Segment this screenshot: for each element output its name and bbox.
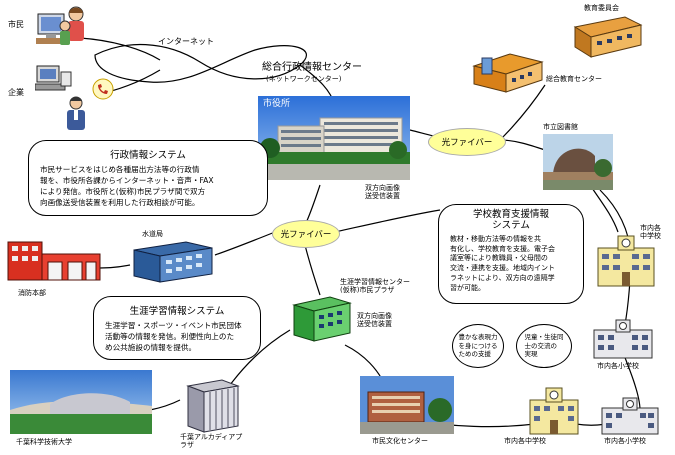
library-photo	[543, 134, 613, 190]
office-computer-icon	[35, 65, 72, 91]
admin-line: により発信。市役所と(仮称)市民プラザ間で双方	[40, 187, 206, 196]
university-photo	[10, 370, 152, 434]
fiber-mid-to-school-box	[334, 209, 441, 233]
businessman-icon	[67, 96, 85, 130]
jr-high-school-bottom-icon	[529, 387, 579, 435]
city-hall-photo	[258, 96, 410, 180]
elem-mid-label: 市内各小学校	[597, 362, 639, 370]
admin-line: 市民サービスをはじめ各種届出方法等の行政情	[40, 165, 200, 174]
school-line: 教材・移動方法等の情報を共	[450, 234, 541, 243]
library-to-jrhigh	[589, 184, 619, 233]
education-center-label: 総合教育センター	[546, 75, 602, 83]
lifelong-center-label: 生涯学習情報センター (仮称)市民プラザ	[340, 278, 410, 295]
fiber-mid-to-plaza	[304, 244, 321, 296]
video-conf-label-2: 双方向画像 送受信装置	[357, 312, 392, 329]
expression-support-bubble: 豊かな表現力 を身につける ための支援	[452, 324, 504, 368]
school-line: ラネットにより、双方向の遠隔学	[450, 274, 555, 283]
citizen-link	[79, 37, 161, 61]
fiber-optic-top: 光ファイバー	[428, 128, 506, 156]
internet-label: インターネット	[158, 37, 214, 46]
jr-high-bottom-label: 市内各中学校	[504, 437, 546, 445]
lifelong-line: め公共施設の情報を提供。	[105, 343, 197, 352]
internet-link	[94, 43, 307, 83]
admin-system-box: 行政情報システム 市民サービスをはじめ各種届出方法等の行政情 報を、市役所各課か…	[28, 140, 268, 216]
lifelong-line: 生涯学習・スポーツ・イベント市民団体	[105, 321, 242, 330]
lifelong-line: 活動等の情報を発信。利便性向上のた	[105, 332, 235, 341]
waterworks-label: 水道局	[142, 230, 163, 238]
education-center-building-icon	[472, 53, 544, 93]
culture-center-label: 市民文化センター	[372, 437, 428, 445]
citizen-plaza-building-icon	[292, 296, 352, 342]
school-line: 習が可能。	[450, 283, 485, 292]
school-line: 交流・連携を支援。地域内イント	[450, 264, 555, 273]
school-system-box: 学校教育支援情報 システム 教材・移動方法等の情報を共 有化し、学校教育を支援。…	[438, 204, 584, 304]
citizen-family-icon	[36, 6, 84, 45]
student-exchange-bubble: 児童・生徒同 士の交流の 実現	[516, 324, 572, 368]
fiber-top-to-library	[499, 139, 546, 151]
elementary-school-bottom-icon	[601, 397, 659, 435]
arcadia-plaza-building-icon	[186, 379, 240, 433]
school-line: 議室等により教職員・父母間の	[450, 254, 548, 263]
video-conf-label-1: 双方向画像 送受信装置	[365, 184, 400, 201]
jr-high-school-building-icon	[597, 235, 655, 287]
elementary-school-building-icon	[593, 319, 653, 359]
fiber-optic-mid: 光ファイバー	[272, 220, 340, 248]
admin-system-title: 行政情報システム	[110, 150, 186, 161]
library-label: 市立図書館	[543, 123, 578, 131]
center-title: 総合行政情報センター	[262, 62, 362, 73]
hall-to-fiber-mid	[304, 184, 321, 226]
school-system-title: 学校教育支援情報	[472, 209, 549, 220]
board-of-education-label: 教育委員会	[584, 4, 619, 12]
company-label: 企業	[8, 88, 24, 97]
fiber-mid-to-water	[214, 231, 276, 256]
arcadia-to-univ	[149, 399, 181, 411]
jr-high-top-label: 市内各 中学校	[640, 224, 661, 241]
fire-department-building-icon	[7, 241, 101, 281]
plaza-to-arcadia	[229, 329, 291, 386]
fiber-top-to-edu	[499, 84, 546, 141]
board-of-education-building-icon	[573, 16, 643, 58]
culture-center-photo	[360, 376, 454, 434]
admin-line: 向画像送受信装置を利用した行政相談が可能。	[40, 198, 200, 207]
admin-line: 報を、市役所各課からインターネット・音声・FAX	[40, 176, 214, 185]
lifelong-system-box: 生涯学習情報システム 生涯学習・スポーツ・イベント市民団体 活動等の情報を発信。…	[93, 296, 261, 360]
arcadia-label: 千葉アルカディアプ ラザ	[180, 433, 243, 450]
waterworks-building-icon	[133, 241, 213, 283]
school-line: 有化し、学校教育を支援。電子会	[450, 244, 555, 253]
city-hall-label: 市役所	[263, 99, 291, 109]
school-system-title-2: システム	[492, 219, 530, 231]
university-label: 千葉科学技術大学	[16, 438, 72, 446]
fire-hq-label: 消防本部	[18, 289, 46, 297]
citizen-label: 市民	[8, 20, 24, 29]
elem-bottom-label: 市内各小学校	[604, 437, 646, 445]
lifelong-system-title: 生涯学習情報システム	[129, 306, 225, 317]
phone-icon	[92, 78, 114, 100]
center-subtitle: (ネットワークセンター)	[266, 75, 342, 83]
